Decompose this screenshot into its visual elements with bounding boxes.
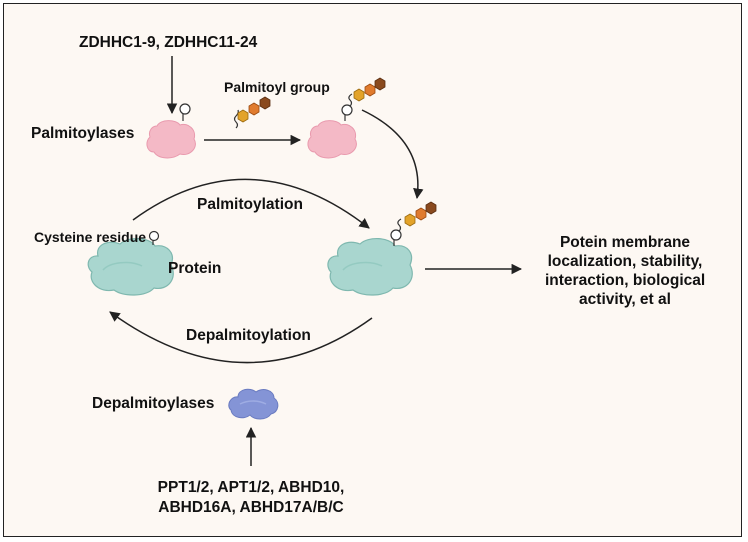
depalmitoylase-list: PPT1/2, APT1/2, ABHD10, ABHD16A, ABHD17A… (136, 478, 366, 518)
palmitoylated-protein-icon (327, 201, 437, 296)
cysteine-thiol-icon (179, 103, 191, 115)
zdhhc-label: ZDHHC1-9, ZDHHC11-24 (79, 34, 258, 51)
palmitoyl-group-label: Palmitoyl group (224, 79, 330, 95)
palmitoylation-arrow (132, 178, 370, 229)
palmitoylases-label: Palmitoylases (31, 125, 135, 142)
enzyme-to-protein-curved-arrow (361, 109, 424, 200)
outcome-line-4: activity, et al (579, 291, 671, 308)
depalmitoylase-enzyme-icon (228, 388, 279, 420)
outcome-line-3: interaction, biological (545, 272, 706, 289)
depalmitoylase-list-line-1: PPT1/2, APT1/2, ABHD10, (157, 479, 345, 496)
depalmitoylase-list-line-2: ABHD16A, ABHD17A/B/C (158, 499, 344, 516)
cysteine-residue-thiol-icon (148, 230, 160, 242)
outcome-line-2: localization, stability, (547, 253, 703, 270)
cysteine-residue-label: Cysteine residue (34, 229, 147, 245)
palmitoyl-chain-icon (233, 96, 271, 129)
protein-label: Protein (168, 260, 222, 277)
palmitoylase-enzyme-icon (146, 103, 196, 159)
depalmitoylation-arrow (109, 311, 373, 364)
outcome-text: Potein membrane localization, stability,… (545, 233, 705, 309)
depalmitoylases-label: Depalmitoylases (92, 395, 215, 412)
palmitoylation-label: Palmitoylation (197, 196, 303, 213)
outcome-line-1: Potein membrane (559, 234, 691, 251)
depalmitoylation-label: Depalmitoylation (186, 327, 311, 344)
loaded-palmitoylase-enzyme-icon (307, 77, 386, 159)
protein-icon (87, 230, 174, 296)
